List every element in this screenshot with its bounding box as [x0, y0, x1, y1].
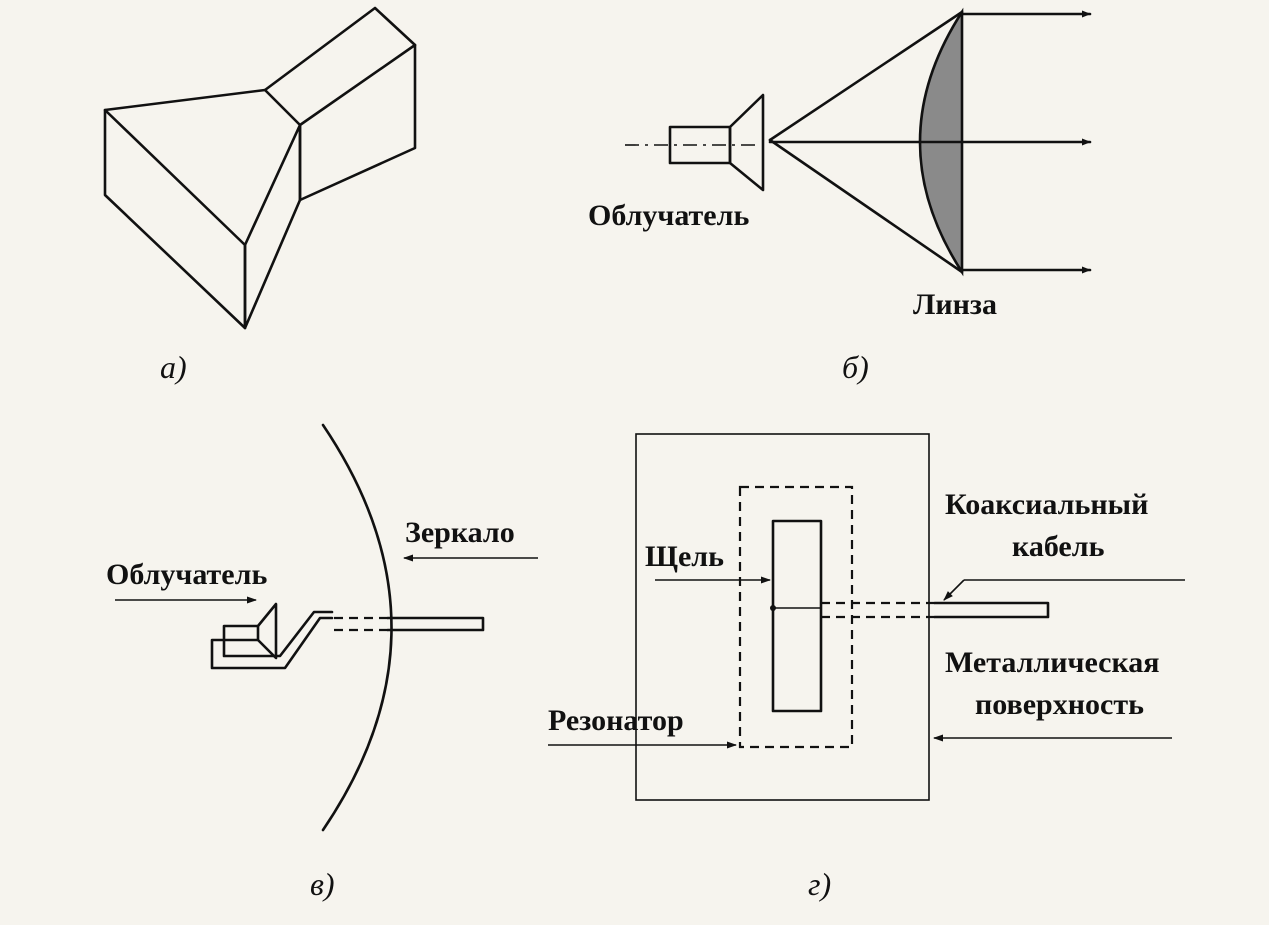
panel-v-reflector-antenna: Облучатель Зеркало в): [106, 423, 538, 902]
panel-b-caption: б): [842, 349, 869, 385]
lens-label: Линза: [913, 288, 997, 321]
coax-pointer-arrow: [943, 579, 965, 601]
waveguide-through-mirror: [334, 616, 485, 632]
feed-horn-b: [668, 93, 765, 192]
slot-label: Щель: [645, 540, 724, 573]
output-rays: [768, 10, 1092, 274]
panel-b-lens-antenna: Облучатель Линза б): [588, 7, 1092, 385]
panel-g-caption: г): [808, 866, 831, 902]
resonator-label: Резонатор: [548, 704, 684, 737]
metal-label-line2: поверхность: [975, 688, 1144, 721]
mirror-reflector: [321, 423, 393, 832]
mirror-label: Зеркало: [405, 516, 515, 549]
feed-label-v: Облучатель: [106, 558, 267, 591]
coax-label-line1: Коаксиальный: [945, 488, 1148, 521]
ray-cone: [768, 10, 964, 274]
feed-waveguide-v: [210, 610, 334, 670]
coax-label-line2: кабель: [1012, 530, 1105, 563]
feed-horn-v: [256, 602, 278, 660]
panel-a-horn-antenna: а): [103, 6, 417, 385]
panel-a-caption: а): [160, 349, 187, 385]
slot: [771, 519, 823, 713]
resonator-cavity: [738, 485, 854, 749]
horn-body: [103, 88, 302, 330]
waveguide-section: [263, 6, 417, 202]
panel-g-slot-antenna: Щель Коаксиальный кабель Металлическая п…: [548, 433, 1185, 902]
feed-label-b: Облучатель: [588, 199, 749, 232]
coaxial-cable: [821, 601, 1050, 619]
panel-v-caption: в): [310, 866, 335, 902]
probe-point: [770, 605, 776, 611]
metal-label-line1: Металлическая: [945, 646, 1160, 679]
